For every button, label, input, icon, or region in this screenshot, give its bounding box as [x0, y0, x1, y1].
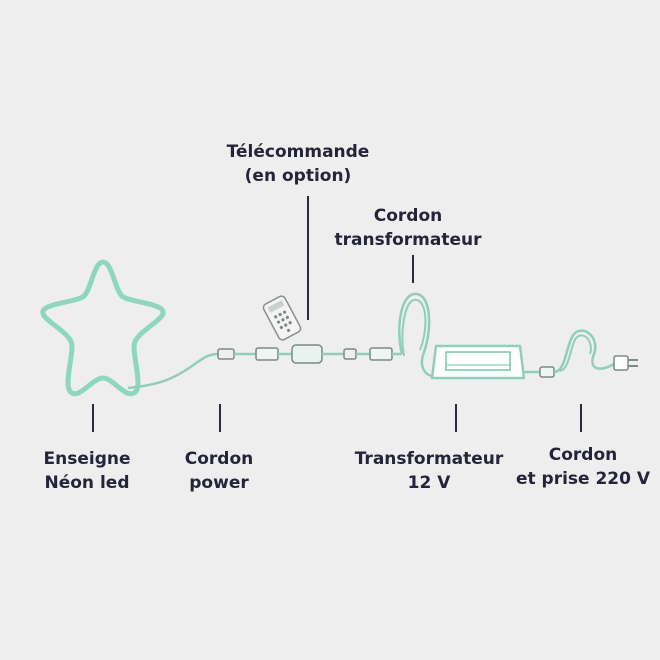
label-enseigne-line2: Néon led — [44, 473, 130, 493]
power-cord — [217, 347, 292, 361]
transformer-cord-loop — [398, 292, 439, 378]
label-cordon-prise-line2: et prise 220 V — [515, 469, 651, 489]
plug-icon — [613, 355, 638, 371]
label-cordon-power-line1: Cordon — [184, 449, 254, 469]
transformer-box — [430, 344, 526, 380]
label-telecommande-line1: Télécommande — [226, 142, 370, 162]
label-cordon-power-line2: power — [189, 473, 249, 493]
pointer-cordon-prise — [580, 404, 582, 432]
pointer-enseigne — [92, 404, 94, 432]
label-telecommande: Télécommande (en option) — [227, 140, 370, 188]
label-cordon-transformateur: Cordon transformateur — [335, 204, 482, 252]
label-transformateur: Transformateur 12 V — [355, 447, 504, 495]
label-cordon-prise-line1: Cordon — [548, 445, 618, 465]
label-telecommande-line2: (en option) — [244, 166, 352, 186]
label-enseigne-line1: Enseigne — [43, 449, 131, 469]
label-transformateur-line2: 12 V — [407, 473, 451, 493]
label-enseigne: Enseigne Néon led — [44, 447, 131, 495]
pointer-transformateur — [455, 404, 457, 432]
neon-star-sign — [40, 259, 166, 397]
label-transformateur-line1: Transformateur — [354, 449, 504, 469]
remote-receiver — [291, 344, 402, 364]
label-cordon-transformateur-line2: transformateur — [334, 230, 482, 250]
pointer-cordon-transformateur — [412, 255, 414, 283]
star-cable — [127, 352, 219, 390]
pointer-cordon-power — [219, 404, 221, 432]
pointer-telecommande — [307, 196, 309, 320]
remote-control-icon — [262, 295, 302, 341]
label-cordon-prise: Cordon et prise 220 V — [516, 443, 650, 491]
label-cordon-transformateur-line1: Cordon — [373, 206, 443, 226]
mains-cord-and-plug — [524, 329, 638, 378]
label-cordon-power: Cordon power — [185, 447, 254, 495]
